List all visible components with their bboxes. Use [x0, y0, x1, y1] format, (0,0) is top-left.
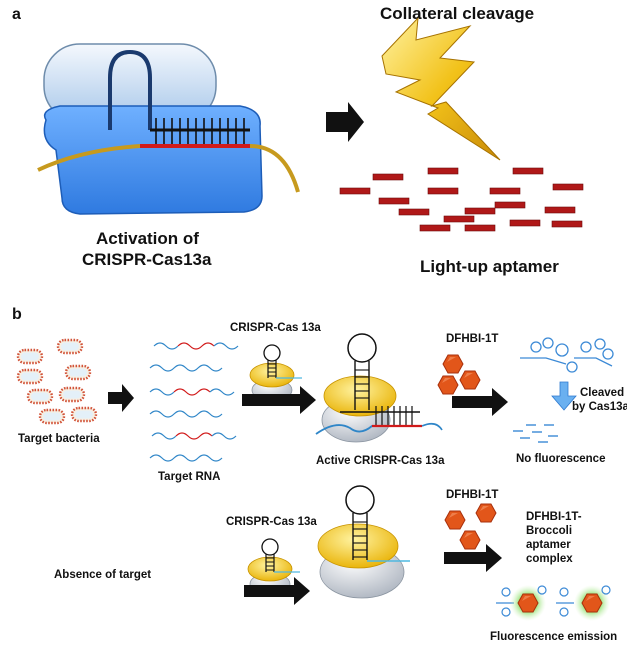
target-rna-strands-upper: [153, 342, 239, 350]
no-fluorescence-label: No fluorescence: [516, 453, 606, 465]
target-rna-left: [37, 144, 141, 172]
hexagon-dye-icon: [444, 510, 466, 530]
complex-label-line4: complex: [526, 553, 573, 565]
duplex-rungs: [155, 118, 245, 146]
panel-b-letter: b: [12, 306, 22, 323]
fluorescent-complex-right: [556, 585, 611, 621]
complex-label-line1: DFHBI-1T-: [526, 511, 582, 523]
target-rna-strands: [149, 364, 237, 462]
crispr-cas13a-complex-icon: [249, 344, 303, 402]
target-bacteria-label: Target bacteria: [18, 433, 100, 445]
hexagon-dye-icon: [475, 503, 497, 523]
bacteria-icon: [38, 408, 66, 425]
bacteria-icon: [70, 406, 98, 423]
hexagon-dye-icon: [581, 593, 603, 613]
hexagon-dye-icon: [437, 375, 459, 395]
cleaved-label-line1: Cleaved: [580, 387, 625, 399]
bacteria-icon: [56, 338, 84, 355]
arrow-right-icon: [326, 102, 364, 142]
bacteria-icon: [58, 386, 86, 403]
cleaved-fragments: [513, 424, 558, 443]
crrna-hairpin: [108, 49, 152, 130]
fluorescent-complex-left: [496, 585, 547, 621]
lightning-icon: [381, 16, 501, 161]
target-rna-label: Target RNA: [158, 471, 221, 483]
cas13a-label-top: CRISPR-Cas 13a: [230, 322, 321, 334]
dfhbi-1t-dye-bottom: [444, 503, 497, 550]
absence-of-target-label: Absence of target: [54, 569, 152, 581]
arrow-right-icon: [242, 386, 316, 414]
collateral-cleavage-title: Collateral cleavage: [380, 4, 535, 23]
dfhbi-1t-dye-top: [437, 354, 481, 395]
down-arrow-icon: [551, 381, 577, 411]
dfhbi-1t-label-top: DFHBI-1T: [446, 333, 499, 345]
bacteria-icon: [64, 364, 92, 381]
activation-caption-line1: Activation of: [96, 229, 199, 248]
cleaved-label-line2: by Cas13a: [572, 401, 627, 413]
arrow-right-icon: [244, 577, 310, 605]
light-up-aptamer-fragments: [339, 167, 584, 232]
cas13a-label-bottom: CRISPR-Cas 13a: [226, 516, 317, 528]
arrow-right-icon: [444, 544, 502, 572]
arrow-right-icon: [108, 384, 134, 412]
hexagon-dye-icon: [517, 593, 539, 613]
dfhbi-1t-label-bottom: DFHBI-1T: [446, 489, 499, 501]
activation-caption-line2: CRISPR-Cas13a: [82, 250, 212, 269]
cas13a-nuclease-lobe: [43, 105, 263, 215]
bacteria-icon: [26, 388, 54, 405]
bacteria-cluster: [16, 338, 98, 425]
active-cas13a-label: Active CRISPR-Cas 13a: [316, 455, 445, 467]
light-up-aptamer-label: Light-up aptamer: [420, 257, 559, 276]
inactive-cas13a-complex: [317, 485, 410, 599]
panel-a-letter: a: [12, 6, 21, 23]
complex-label-line3: aptamer: [526, 539, 571, 551]
cas13a-protein-illustration: [37, 43, 300, 215]
complex-label-line2: Broccoli: [526, 525, 573, 537]
arrow-right-icon: [452, 388, 508, 416]
target-rna-right: [249, 144, 300, 193]
hexagon-dye-icon: [442, 354, 464, 374]
bacteria-icon: [16, 368, 44, 385]
broccoli-aptamer-intact-top: [520, 337, 614, 373]
hexagon-dye-icon: [459, 530, 481, 550]
hexagon-dye-icon: [459, 370, 481, 390]
fluorescence-emission-label: Fluorescence emission: [490, 631, 618, 643]
active-cas13a-complex: [315, 333, 443, 443]
bacteria-icon: [16, 348, 44, 365]
